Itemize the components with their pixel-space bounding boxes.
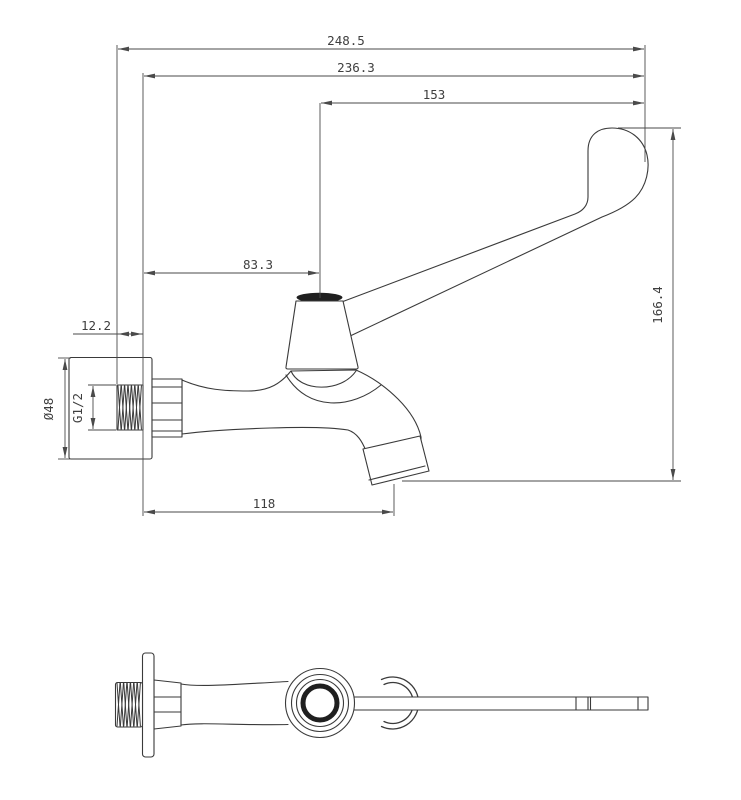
lever-handle xyxy=(338,127,649,338)
thread-hatch xyxy=(117,385,142,430)
dim-overall-height-label: 166.4 xyxy=(650,286,665,324)
dim-thread-stickout-label: 12.2 xyxy=(81,318,111,333)
bonnet-top-band xyxy=(296,292,343,303)
dim-overall-depth-label: 248.5 xyxy=(327,33,365,48)
inlet-thread-top xyxy=(114,681,144,728)
thread-hatch-top xyxy=(116,682,141,727)
dim-inlet-thread-label: G1/2 xyxy=(70,393,85,423)
faucet-body xyxy=(181,369,422,461)
body-taper-top-edge xyxy=(180,680,289,687)
hex-nut xyxy=(151,378,183,438)
dim-spout-reach-label: 118 xyxy=(253,496,276,511)
dimension-labels: 248.5 236.3 153 83.3 12.2 118 Ø48 G1/2 1… xyxy=(41,33,665,511)
dim-flange-diameter-label: Ø48 xyxy=(41,398,56,421)
handle-hub-circles xyxy=(284,667,356,739)
extension-lines xyxy=(58,45,681,516)
dimension-annotations: 248.5 236.3 153 83.3 12.2 118 Ø48 G1/2 1… xyxy=(41,33,681,516)
lever-bar xyxy=(344,696,649,711)
valve-collar-curve xyxy=(290,370,357,388)
dimension-lines xyxy=(62,46,676,515)
dim-handle-pivot-offset-label: 83.3 xyxy=(243,257,273,272)
valve-bulge-curve xyxy=(285,374,382,404)
wall-flange-top xyxy=(141,652,155,758)
spout-tip xyxy=(362,435,430,486)
inlet-thread xyxy=(116,384,144,431)
top-view xyxy=(114,652,649,758)
body-taper-bottom-edge xyxy=(180,723,289,726)
dim-handle-reach-label: 153 xyxy=(423,87,446,102)
hex-nut-top xyxy=(153,679,182,730)
front-view xyxy=(68,127,649,486)
spout-tip-rim xyxy=(368,465,426,481)
dim-mount-face-depth-label: 236.3 xyxy=(337,60,375,75)
bonnet-cone xyxy=(285,300,359,370)
